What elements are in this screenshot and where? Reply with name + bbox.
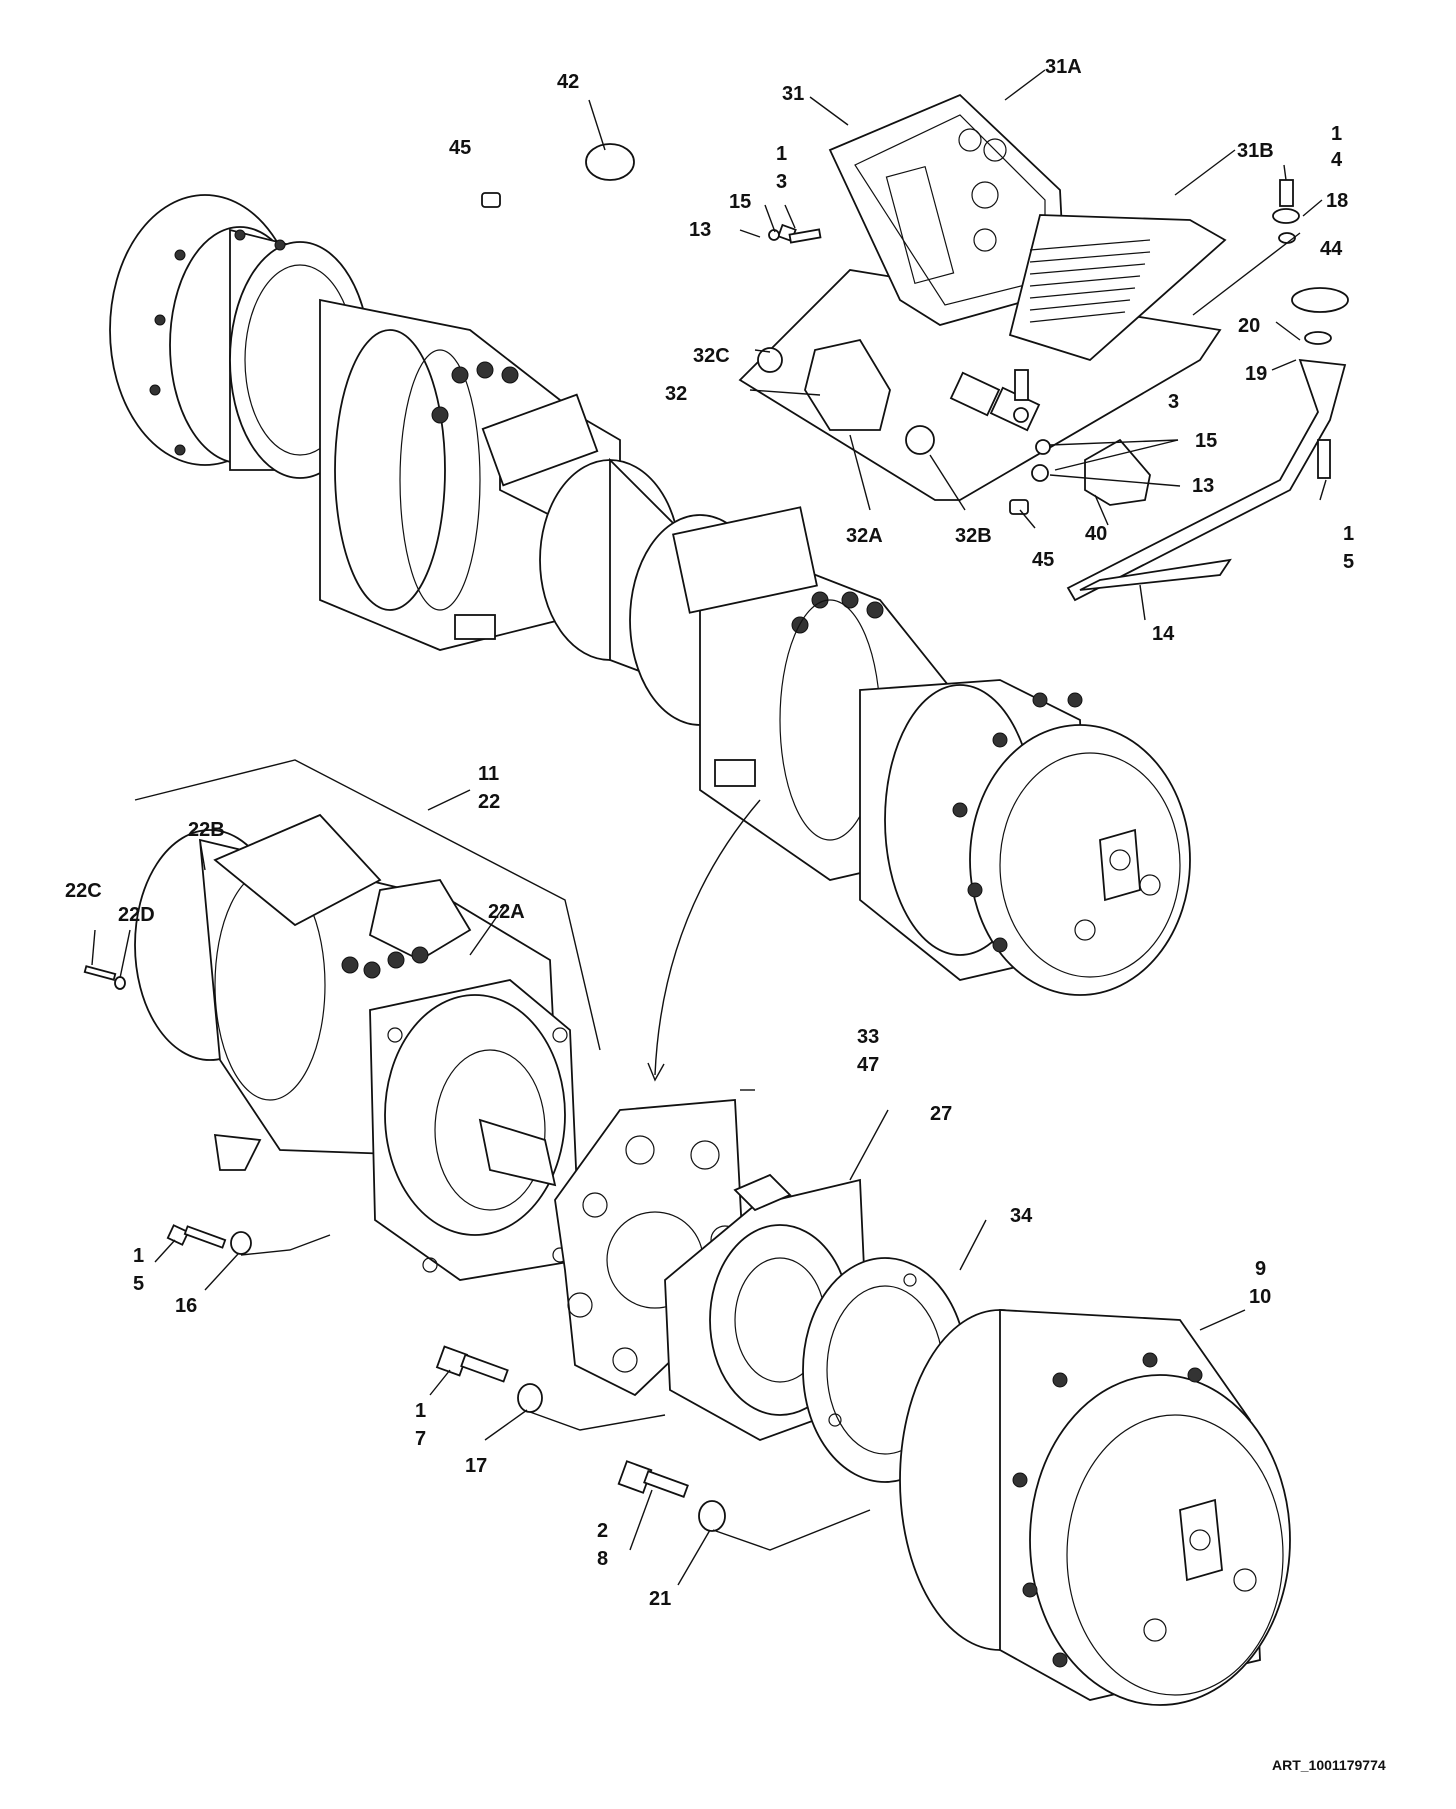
callout-11: 11 bbox=[478, 763, 499, 785]
callout-15: 15 bbox=[729, 191, 751, 213]
left-drive-motor bbox=[319, 298, 621, 651]
callout-22c: 22C bbox=[65, 880, 102, 902]
callout-5: 5 bbox=[1343, 551, 1354, 573]
callout-22: 22 bbox=[478, 791, 500, 813]
callout-3: 3 bbox=[776, 171, 787, 193]
callout-5: 5 bbox=[133, 1273, 144, 1295]
callout-14: 14 bbox=[1152, 623, 1175, 645]
art-reference-id: ART_1001179774 bbox=[1272, 1757, 1386, 1773]
callout-32b: 32B bbox=[955, 525, 992, 547]
callout-32a: 32A bbox=[846, 525, 883, 547]
callout-16: 16 bbox=[175, 1295, 197, 1317]
callout-45: 45 bbox=[449, 137, 471, 159]
callout-34: 34 bbox=[1010, 1205, 1033, 1227]
callout-1: 1 bbox=[1331, 123, 1342, 145]
callout-1: 1 bbox=[415, 1400, 426, 1422]
callout-21: 21 bbox=[649, 1588, 671, 1610]
callout-9: 9 bbox=[1255, 1258, 1266, 1280]
right-wheel-hub bbox=[859, 679, 1191, 996]
wheel-hub-9 bbox=[899, 1309, 1291, 1706]
callout-31b: 31B bbox=[1237, 140, 1274, 162]
lower-hardware bbox=[83, 965, 726, 1532]
callout-3: 3 bbox=[1168, 391, 1179, 413]
callout-42: 42 bbox=[557, 71, 579, 93]
callout-40: 40 bbox=[1085, 523, 1107, 545]
callout-32c: 32C bbox=[693, 345, 730, 367]
exploded-motor-22 bbox=[134, 759, 601, 1281]
callout-22d: 22D bbox=[118, 904, 155, 926]
callout-47: 47 bbox=[857, 1054, 879, 1076]
callout-31: 31 bbox=[782, 83, 804, 105]
leader-lines bbox=[91, 69, 1327, 1586]
callout-33: 33 bbox=[857, 1026, 879, 1048]
callout-1: 1 bbox=[1343, 523, 1354, 545]
callout-32: 32 bbox=[665, 383, 687, 405]
callout-22b: 22B bbox=[188, 819, 225, 841]
callout-31a: 31A bbox=[1045, 56, 1082, 78]
callout-18: 18 bbox=[1326, 190, 1348, 212]
callout-4: 4 bbox=[1331, 149, 1343, 171]
axle-assembly bbox=[109, 194, 1191, 996]
callout-15: 15 bbox=[1195, 430, 1217, 452]
callout-13: 13 bbox=[1192, 475, 1214, 497]
callout-13: 13 bbox=[689, 219, 711, 241]
callout-1: 1 bbox=[776, 143, 787, 165]
callout-27: 27 bbox=[930, 1103, 952, 1125]
heatsink-fins bbox=[1029, 239, 1151, 323]
callout-1: 1 bbox=[133, 1245, 144, 1267]
callout-17: 17 bbox=[465, 1455, 487, 1477]
assembly-direction-arrow bbox=[654, 799, 761, 1076]
callout-10: 10 bbox=[1249, 1286, 1271, 1308]
callout-19: 19 bbox=[1245, 363, 1267, 385]
callout-8: 8 bbox=[597, 1548, 608, 1570]
callout-7: 7 bbox=[415, 1428, 426, 1450]
callout-45: 45 bbox=[1032, 549, 1054, 571]
controller-mounting-plate bbox=[738, 93, 1227, 501]
callout-20: 20 bbox=[1238, 315, 1260, 337]
callout-2: 2 bbox=[597, 1520, 608, 1542]
callout-22a: 22A bbox=[488, 901, 525, 923]
callout-labels: 42 45 31 31A 31B 13 15 1 3 1 4 18 44 20 … bbox=[65, 56, 1354, 1610]
callout-44: 44 bbox=[1320, 238, 1343, 260]
